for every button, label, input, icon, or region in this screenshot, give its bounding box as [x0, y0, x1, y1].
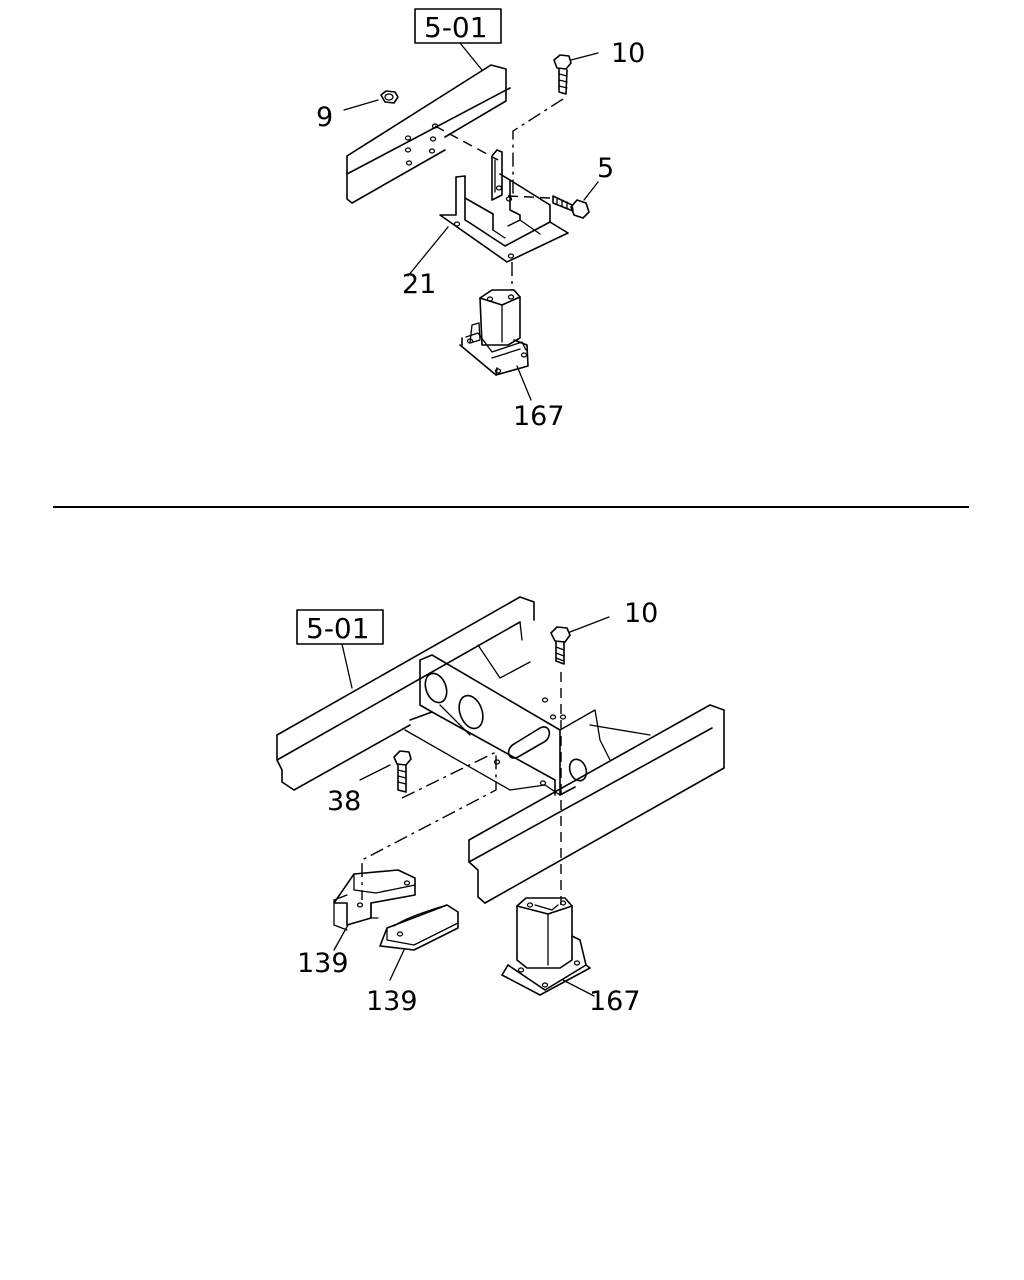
bolt-38 — [359, 750, 412, 793]
callout-139-right: 139 — [366, 986, 418, 1017]
callout-10-top: 10 — [611, 38, 645, 69]
bolt-10-top — [553, 52, 599, 95]
callout-9: 9 — [316, 102, 333, 133]
bracket-21 — [407, 149, 569, 277]
callout-38: 38 — [327, 786, 361, 817]
bottom-ref-label: 5-01 — [306, 612, 370, 645]
top-frame-rail — [346, 64, 511, 204]
bolt-10-bottom — [550, 616, 610, 665]
mount-167-bottom — [501, 897, 595, 997]
bottom-view: 5-01 — [276, 596, 725, 1017]
callout-21: 21 — [402, 269, 436, 300]
pad-139-left — [333, 869, 416, 951]
nut-9 — [343, 90, 399, 111]
bottom-left-rail — [276, 596, 535, 791]
callout-139-left: 139 — [297, 948, 349, 979]
callout-10-bottom: 10 — [624, 598, 658, 629]
bottom-cross-member — [404, 644, 651, 796]
pad-139-right — [379, 904, 459, 981]
callout-167-bottom: 167 — [589, 986, 641, 1017]
bottom-ref-box[interactable]: 5-01 — [296, 609, 384, 645]
mount-167-top — [459, 289, 532, 401]
callout-167-top: 167 — [513, 401, 565, 432]
callout-5: 5 — [597, 153, 614, 184]
bolt-5 — [552, 181, 599, 219]
top-ref-box[interactable]: 5-01 — [414, 8, 502, 44]
top-view: 5-01 — [316, 8, 645, 432]
bottom-right-rail — [468, 704, 725, 904]
top-ref-label: 5-01 — [424, 11, 488, 44]
